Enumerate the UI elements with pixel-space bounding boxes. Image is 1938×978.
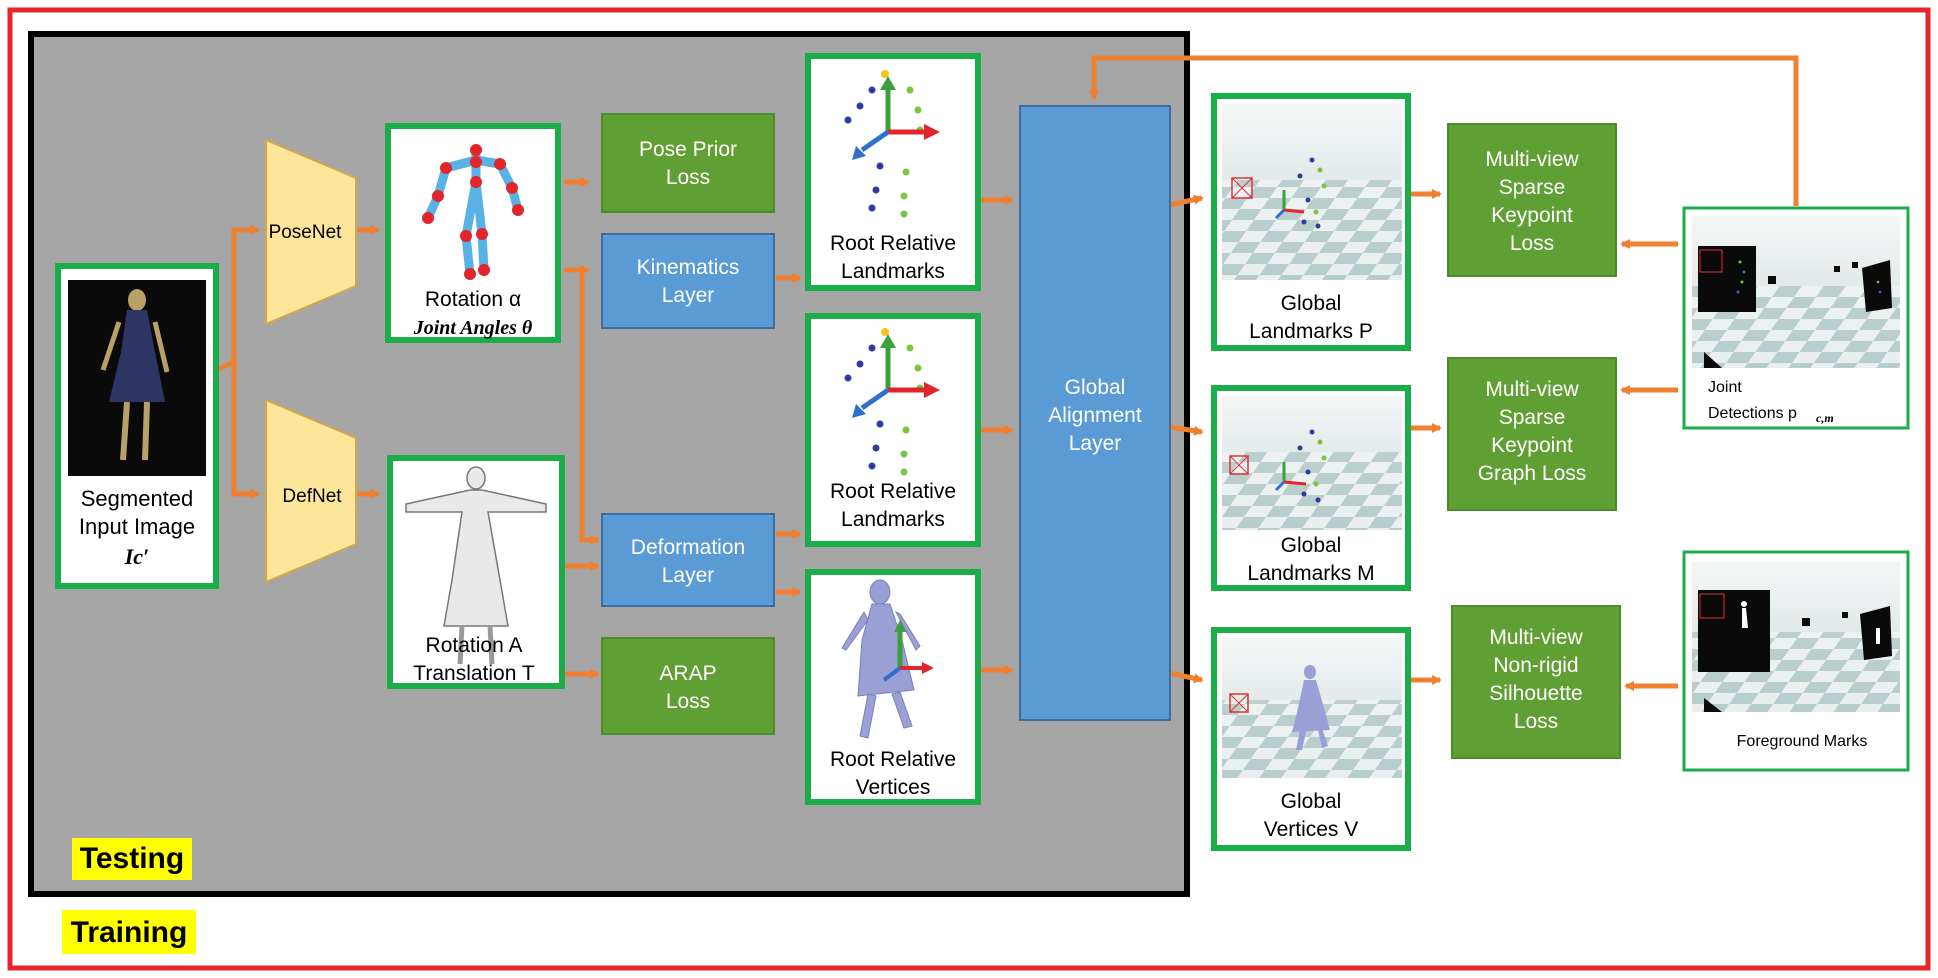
pose-prior-label-1: Pose Prior	[639, 138, 737, 161]
landmark-points-2	[844, 328, 940, 476]
mvs-label-3: Keypoint	[1491, 204, 1573, 227]
rr1-label-2: Landmarks	[841, 260, 945, 283]
root-relative-vertices-panel: Root Relative Vertices	[805, 569, 981, 805]
rr1-label-1: Root Relative	[830, 232, 956, 255]
pose-output-label-1: Rotation α	[425, 288, 521, 311]
posenet-block: PoseNet	[265, 138, 357, 326]
fg-label: Foreground Marks	[1737, 733, 1868, 750]
global-vertices-figure	[1292, 665, 1330, 750]
glm-label-1: Global	[1281, 534, 1342, 557]
kinematics-label-2: Layer	[662, 284, 715, 307]
def-output-label-2: Translation T	[413, 662, 535, 685]
rr2-label-2: Landmarks	[841, 508, 945, 531]
input-label-2: Input Image	[79, 514, 195, 539]
glm-label-2: Landmarks M	[1247, 562, 1374, 585]
gv-label-2: Vertices V	[1264, 818, 1359, 841]
mv-sparse-keypoint-graph-loss-block: Multi-view Sparse Keypoint Graph Loss	[1447, 357, 1617, 511]
jd-label-sub: c,m	[1816, 411, 1834, 425]
rrv-label-1: Root Relative	[830, 748, 956, 771]
mv-sparse-keypoint-loss-block: Multi-view Sparse Keypoint Loss	[1447, 123, 1617, 277]
testing-text: Testing	[80, 842, 184, 875]
gal-label-1: Global	[1065, 376, 1126, 399]
vertices-figure	[841, 579, 934, 739]
mvg-label-1: Multi-view	[1485, 378, 1579, 401]
mvg-label-3: Keypoint	[1491, 434, 1573, 457]
foreground-marks-panel: Foreground Marks	[1682, 550, 1910, 772]
deformation-label-1: Deformation	[631, 536, 745, 559]
gal-label-2: Alignment	[1048, 404, 1142, 427]
arap-label-2: Loss	[666, 690, 710, 713]
defnet-label: DefNet	[282, 486, 342, 507]
root-relative-landmarks-2-panel: Root Relative Landmarks	[805, 313, 981, 547]
mvn-label-1: Multi-view	[1489, 626, 1583, 649]
mesh-image	[405, 466, 547, 665]
jd-label-1: Joint	[1708, 379, 1742, 396]
defnet-block: DefNet	[265, 398, 357, 584]
kinematics-layer-block: Kinematics Layer	[601, 233, 775, 329]
training-border	[7, 7, 1931, 971]
rrv-label-2: Vertices	[856, 776, 931, 799]
pose-output-panel: Rotation α Joint Angles θ	[385, 123, 561, 343]
glp-label-2: Landmarks P	[1249, 320, 1373, 343]
mvn-label-4: Loss	[1514, 710, 1558, 733]
arap-loss-block: ARAP Loss	[601, 637, 775, 735]
input-label-1: Segmented	[81, 486, 194, 511]
rr2-label-1: Root Relative	[830, 480, 956, 503]
jd-label-2: Detections p	[1708, 405, 1797, 422]
global-vertices-v-panel: Global Vertices V	[1211, 627, 1411, 851]
testing-label: Testing	[72, 838, 192, 880]
deformation-label-2: Layer	[662, 564, 715, 587]
root-relative-landmarks-1-panel: Root Relative Landmarks	[805, 53, 981, 291]
mvs-label-1: Multi-view	[1485, 148, 1579, 171]
pose-prior-label-2: Loss	[666, 166, 710, 189]
glp-label-1: Global	[1281, 292, 1342, 315]
training-text: Training	[71, 916, 188, 949]
mvg-label-4: Graph Loss	[1478, 462, 1587, 485]
posenet-label: PoseNet	[269, 222, 343, 243]
mv-nonrigid-silhouette-loss-block: Multi-view Non-rigid Silhouette Loss	[1451, 605, 1621, 759]
person-figure	[100, 289, 170, 461]
skeleton-image	[423, 145, 523, 279]
landmark-points-1	[844, 70, 940, 218]
mvn-label-3: Silhouette	[1489, 682, 1582, 705]
arap-label-1: ARAP	[659, 662, 716, 685]
gal-label-3: Layer	[1069, 432, 1122, 455]
mvg-label-2: Sparse	[1499, 406, 1566, 429]
kinematics-label-1: Kinematics	[637, 256, 740, 279]
def-output-panel: Rotation A Translation T	[387, 455, 565, 689]
global-landmarks-m-panel: Global Landmarks M	[1211, 385, 1411, 591]
global-landmarks-p-panel: Global Landmarks P	[1211, 93, 1411, 351]
def-output-label-1: Rotation A	[426, 634, 523, 657]
joint-detections-panel: Joint Detections p c,m	[1682, 206, 1910, 430]
gv-label-1: Global	[1281, 790, 1342, 813]
mvs-label-4: Loss	[1510, 232, 1554, 255]
input-label-3: Ic′	[124, 544, 150, 569]
skeleton-joints	[422, 144, 524, 280]
mvn-label-2: Non-rigid	[1493, 654, 1578, 677]
global-alignment-layer-block: Global Alignment Layer	[1019, 105, 1171, 721]
input-image-panel: Segmented Input Image Ic′	[55, 263, 219, 589]
mvs-label-2: Sparse	[1499, 176, 1566, 199]
pose-output-label-2: Joint Angles θ	[413, 317, 533, 339]
pose-prior-loss-block: Pose Prior Loss	[601, 113, 775, 213]
training-label: Training	[62, 910, 196, 954]
deformation-layer-block: Deformation Layer	[601, 513, 775, 607]
